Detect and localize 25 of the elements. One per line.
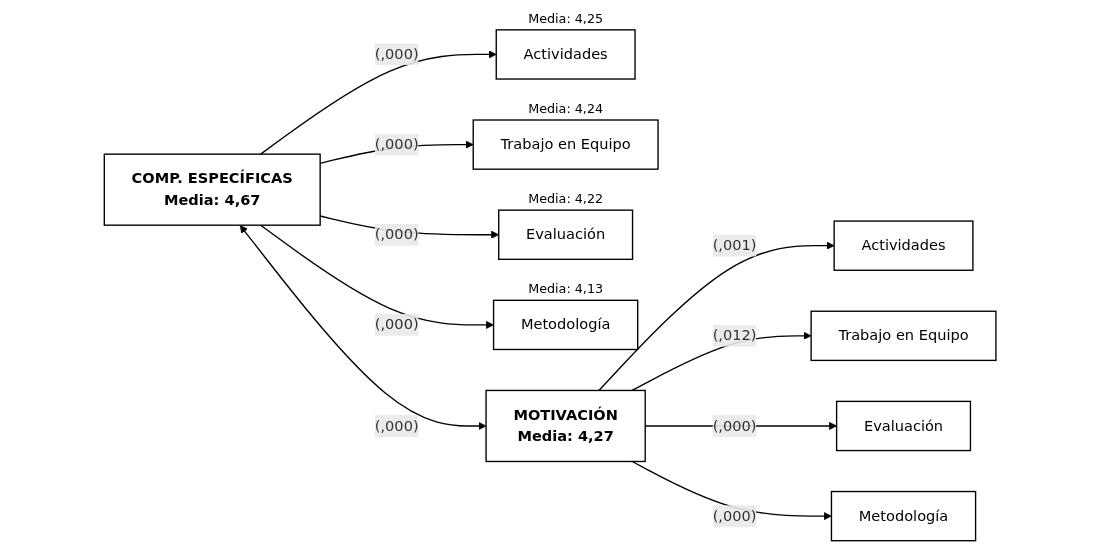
edge-label: (,000) (712, 507, 757, 525)
node-box: Evaluación (835, 400, 971, 452)
edge-label: (,000) (374, 225, 419, 243)
mean-value-label: Media: 4,25 (528, 10, 603, 26)
mean-value-label: Media: 4,22 (528, 190, 603, 206)
node-box: Evaluación (497, 209, 634, 260)
arrow (259, 50, 497, 155)
arrow (259, 224, 494, 329)
mean-value-label: Media: 4,13 (528, 281, 603, 296)
node-box: Actividades (833, 220, 974, 271)
node-box: Metodología (830, 490, 977, 542)
node-box: MOTIVACIÓN Media: 4,27 (485, 389, 646, 463)
edge-label: (,000) (712, 416, 757, 435)
node-box: Actividades (495, 29, 636, 80)
node-box: COMP. ESPECÍFICAS Media: 4,67 (103, 153, 321, 226)
node-box: Metodología (492, 299, 639, 351)
node-box: Trabajo en Equipo (472, 119, 659, 170)
edge-label: (,000) (374, 315, 419, 334)
edge-label: (,012) (712, 326, 757, 345)
edge-label: (,000) (374, 45, 419, 63)
edge-label: (,000) (374, 135, 419, 153)
edge-label: (,001) (712, 236, 757, 254)
mean-value-label: Media: 4,24 (528, 100, 603, 116)
edge-label: (,000) (374, 416, 419, 435)
node-box: Trabajo en Equipo (810, 310, 997, 362)
